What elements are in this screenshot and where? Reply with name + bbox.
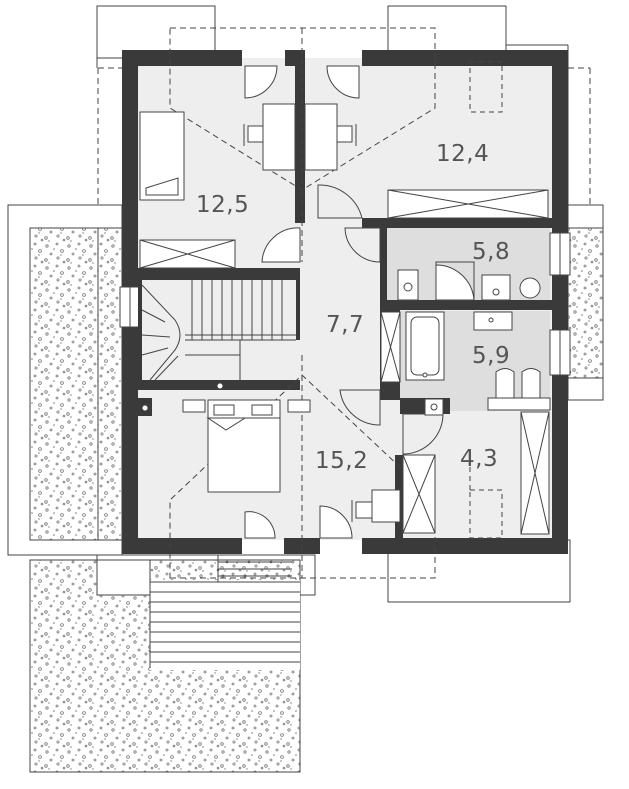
room-area-bedroom-ne: 12,4 bbox=[436, 141, 490, 167]
terrace-west bbox=[29, 227, 123, 541]
room-area-bathroom-top: 5,8 bbox=[472, 239, 511, 265]
furniture-ne bbox=[304, 61, 549, 219]
bathroom-top-fixtures bbox=[397, 261, 541, 301]
exterior-walls bbox=[122, 50, 568, 554]
staircase bbox=[141, 280, 296, 390]
room-area-dressing-room: 4,3 bbox=[460, 446, 499, 472]
room-area-hall: 7,7 bbox=[326, 312, 365, 338]
dressing-room-closets bbox=[402, 411, 550, 539]
bathroom-bottom-fixtures bbox=[380, 311, 551, 416]
doors bbox=[244, 65, 444, 539]
room-area-bathroom-bottom: 5,9 bbox=[472, 343, 511, 369]
room-area-bedroom-nw: 12,5 bbox=[196, 192, 250, 218]
exterior-steps bbox=[149, 555, 300, 668]
furniture-sw bbox=[138, 398, 401, 523]
furniture-nw bbox=[139, 103, 296, 269]
room-area-bedroom-sw: 15,2 bbox=[315, 448, 369, 474]
terrace-south bbox=[29, 559, 301, 773]
terrace-east bbox=[567, 227, 604, 379]
